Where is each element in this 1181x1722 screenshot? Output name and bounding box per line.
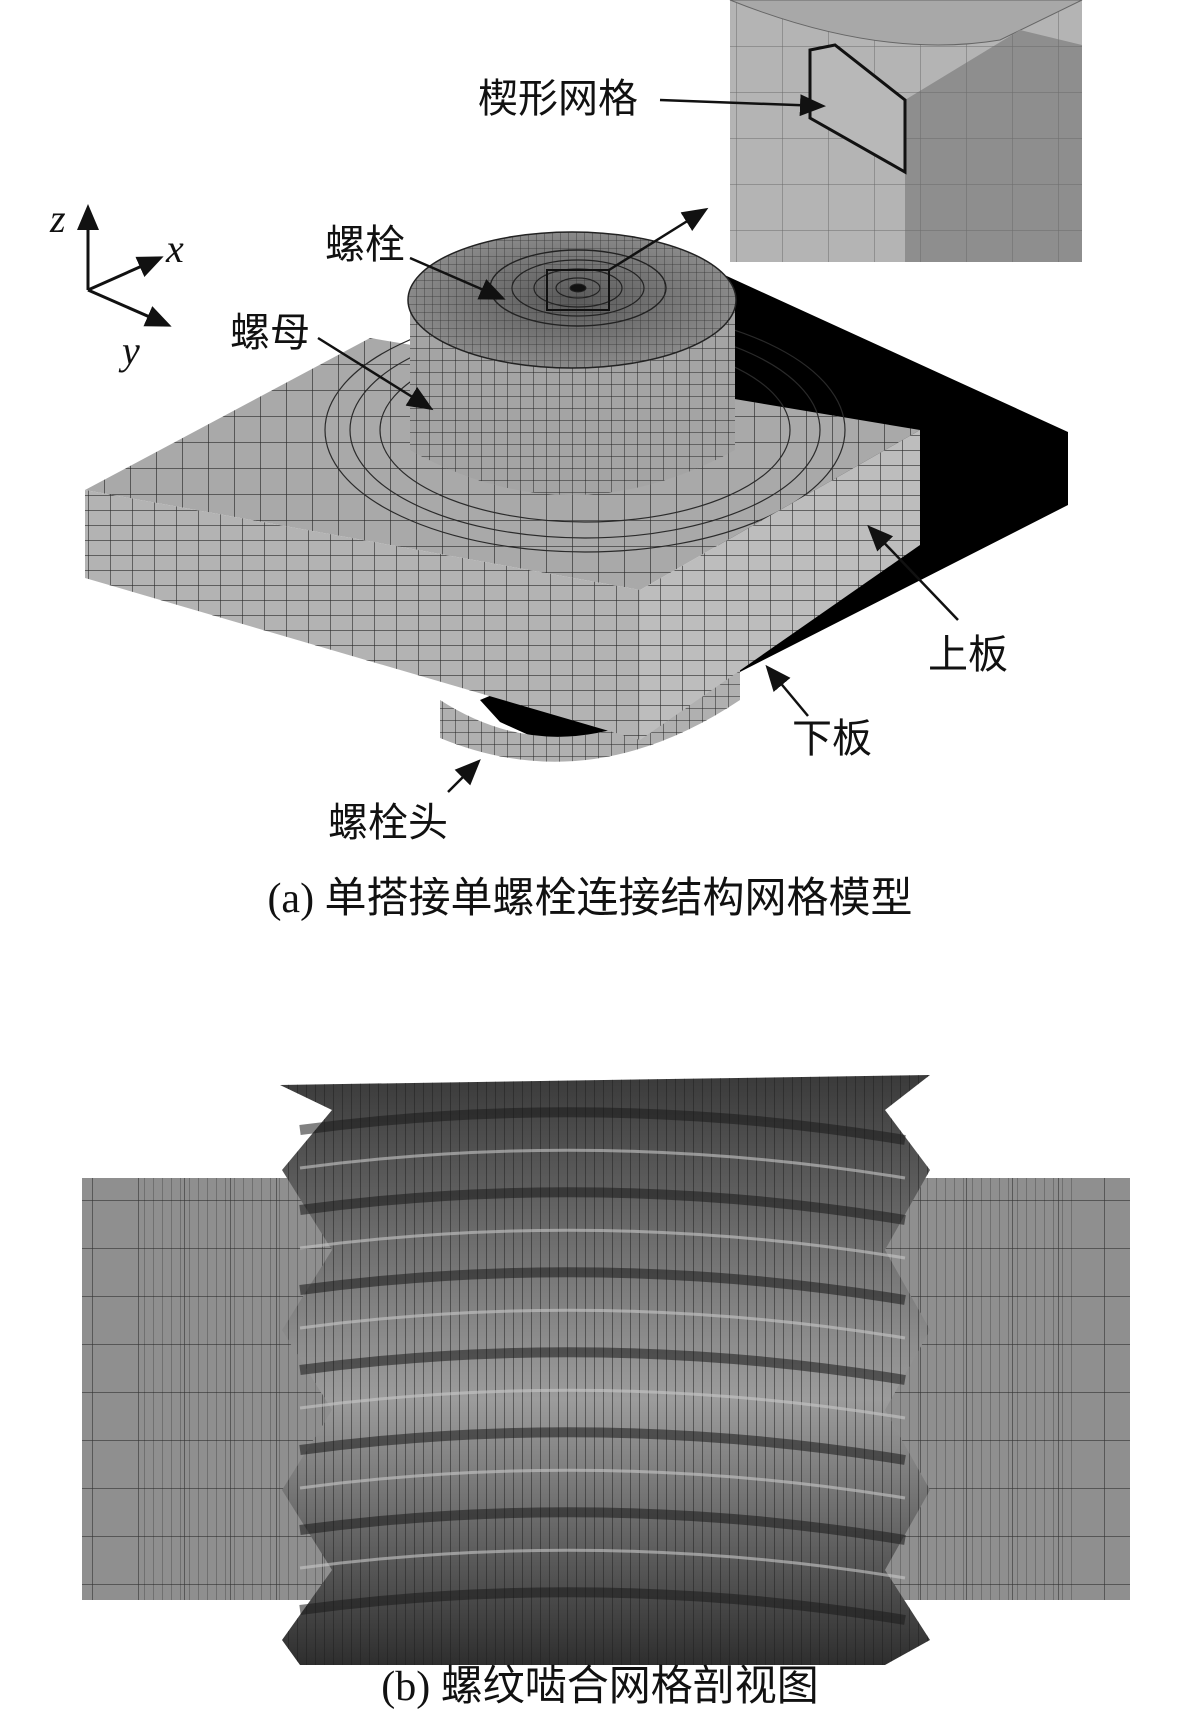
nut (407, 231, 737, 495)
axis-label-x: x (165, 226, 184, 271)
axis-label-z: z (49, 196, 66, 241)
coordinate-axes: z x y (49, 196, 184, 373)
figure-a-model: z x y 楔形网格 螺栓 螺母 上板 (49, 0, 1083, 922)
wedge-mesh-inset (729, 0, 1083, 262)
caption-a: (a) 单搭接单螺栓连接结构网格模型 (267, 876, 912, 922)
svg-text:螺栓: 螺栓 (325, 222, 405, 268)
label-nut: 螺母 (230, 310, 434, 411)
bolt-head (440, 660, 740, 762)
svg-text:上板: 上板 (928, 632, 1008, 678)
label-bolt: 螺栓 (325, 222, 506, 300)
label-bolt-head: 螺栓头 (328, 759, 481, 846)
svg-text:螺栓头: 螺栓头 (328, 800, 448, 846)
axis-label-y: y (118, 328, 140, 373)
svg-text:螺母: 螺母 (230, 310, 310, 356)
svg-text:楔形网格: 楔形网格 (478, 76, 638, 122)
figure-b-thread-section: (b) 螺纹啮合网格剖视图 (82, 1075, 1130, 1710)
svg-text:下板: 下板 (792, 716, 872, 762)
label-lower-plate: 下板 (765, 664, 872, 762)
thread-highlights (299, 1148, 906, 1580)
zoom-arrow (608, 207, 709, 272)
caption-b: (b) 螺纹啮合网格剖视图 (381, 1664, 818, 1710)
label-wedge-mesh: 楔形网格 (478, 76, 826, 122)
label-upper-plate: 上板 (867, 525, 1008, 678)
thread-crests (299, 1107, 906, 1625)
